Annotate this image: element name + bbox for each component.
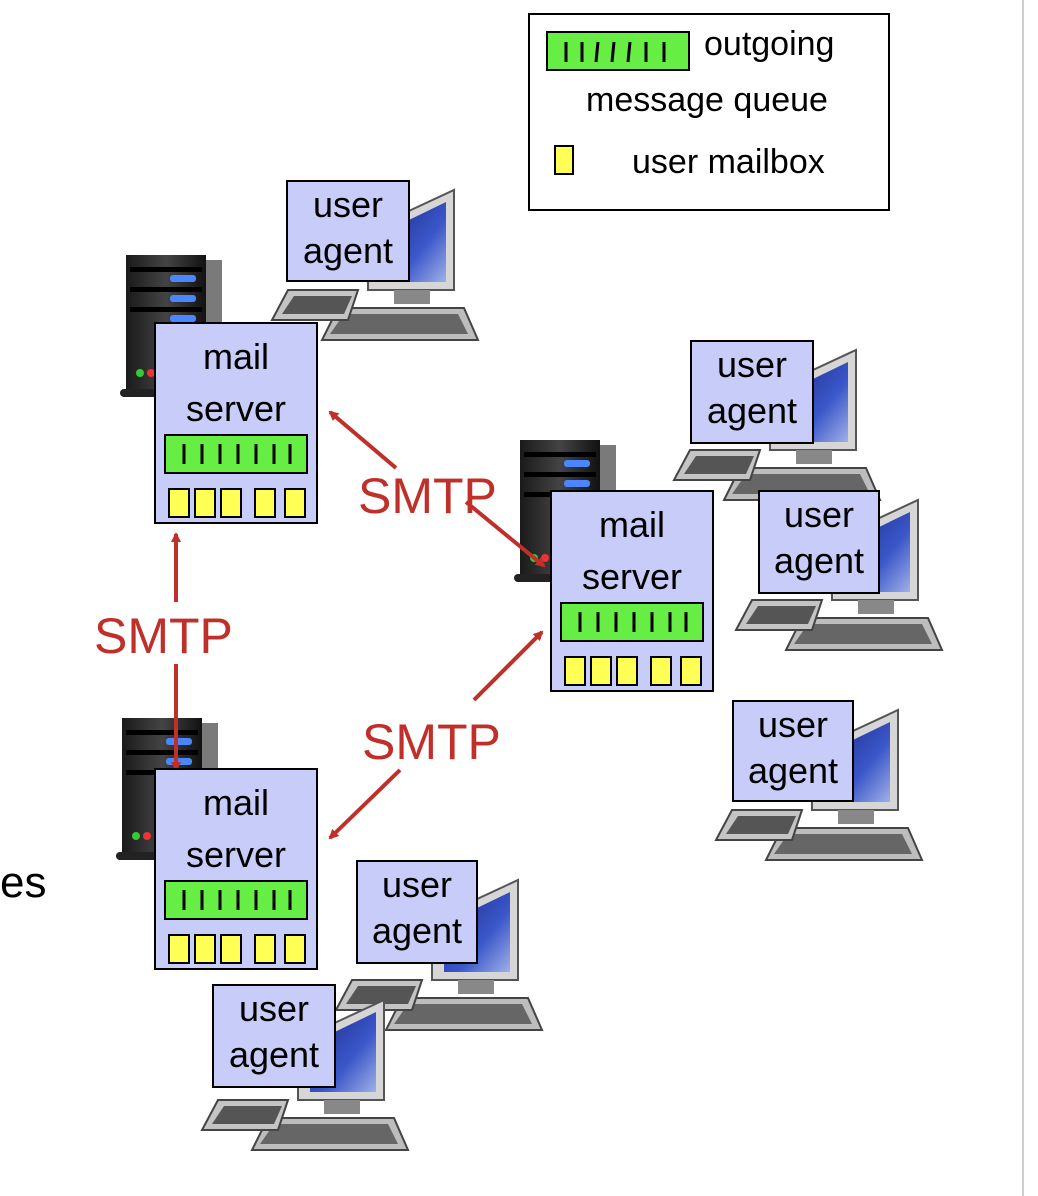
user-agent-line1: user [381,864,453,905]
mailbox-icon [194,934,216,964]
mailbox-icon [220,488,242,518]
queue-icon [164,880,308,920]
smtp-label: SMTP [362,714,501,770]
mail-server-line1: mail [202,336,269,377]
mail-server-line2: server [185,834,287,875]
smtp-label: SMTP [94,608,233,664]
queue-icon [164,434,308,474]
mail-server[interactable]: mail server [154,322,318,524]
user-agent-line1: user [783,494,855,535]
mail-server-line1: mail [202,782,269,823]
mailbox-icon [254,488,276,518]
mailbox-icon [564,656,586,686]
user-agent-line2: agent [747,750,839,791]
mail-server-line2: server [185,388,287,429]
user-agent-line1: user [716,344,788,385]
mailbox-icon [284,488,306,518]
mailbox-icon [650,656,672,686]
mailbox-icon [220,934,242,964]
user-agent-line2: agent [228,1034,320,1075]
smtp-arrow [472,630,544,702]
queue-icon [546,31,690,71]
smtp-arrow [328,410,398,470]
mailbox-icon [168,934,190,964]
mailbox-icon [168,488,190,518]
mail-server-line2: server [581,556,683,597]
user-agent[interactable]: user agent [286,180,410,282]
legend-queue-label-2: message queue [586,81,828,119]
smtp-label: SMTP [358,468,497,524]
user-agent-line1: user [312,184,384,225]
user-agent[interactable]: user agent [732,700,854,802]
mailbox-icon [254,934,276,964]
mailbox-icon [284,934,306,964]
mailbox-icon [616,656,638,686]
mailbox-icon [194,488,216,518]
user-agent-line2: agent [302,230,394,271]
legend-queue-label: outgoing [704,25,835,63]
mail-server[interactable]: mail server [550,490,714,692]
user-agent-line2: agent [706,390,798,431]
mailbox-icon [554,145,574,175]
page-edge [1022,0,1038,1196]
mailbox-icon [680,656,702,686]
mailbox-icon [590,656,612,686]
side-text-fragment: es [0,858,47,907]
queue-icon [560,602,704,642]
user-agent-line2: agent [371,910,463,951]
legend: outgoing message queue user mailbox [528,13,890,211]
user-agent[interactable]: user agent [758,490,880,594]
smtp-arrow [464,500,546,568]
user-agent-line1: user [238,988,310,1029]
user-agent-line2: agent [773,540,865,581]
mail-server-line1: mail [598,504,665,545]
user-agent[interactable]: user agent [212,984,336,1088]
user-agent-line1: user [757,704,829,745]
legend-mailbox-label: user mailbox [632,143,825,181]
user-agent[interactable]: user agent [356,860,478,964]
mail-server[interactable]: mail server [154,768,318,970]
user-agent[interactable]: user agent [690,340,814,444]
smtp-arrow [328,768,402,840]
